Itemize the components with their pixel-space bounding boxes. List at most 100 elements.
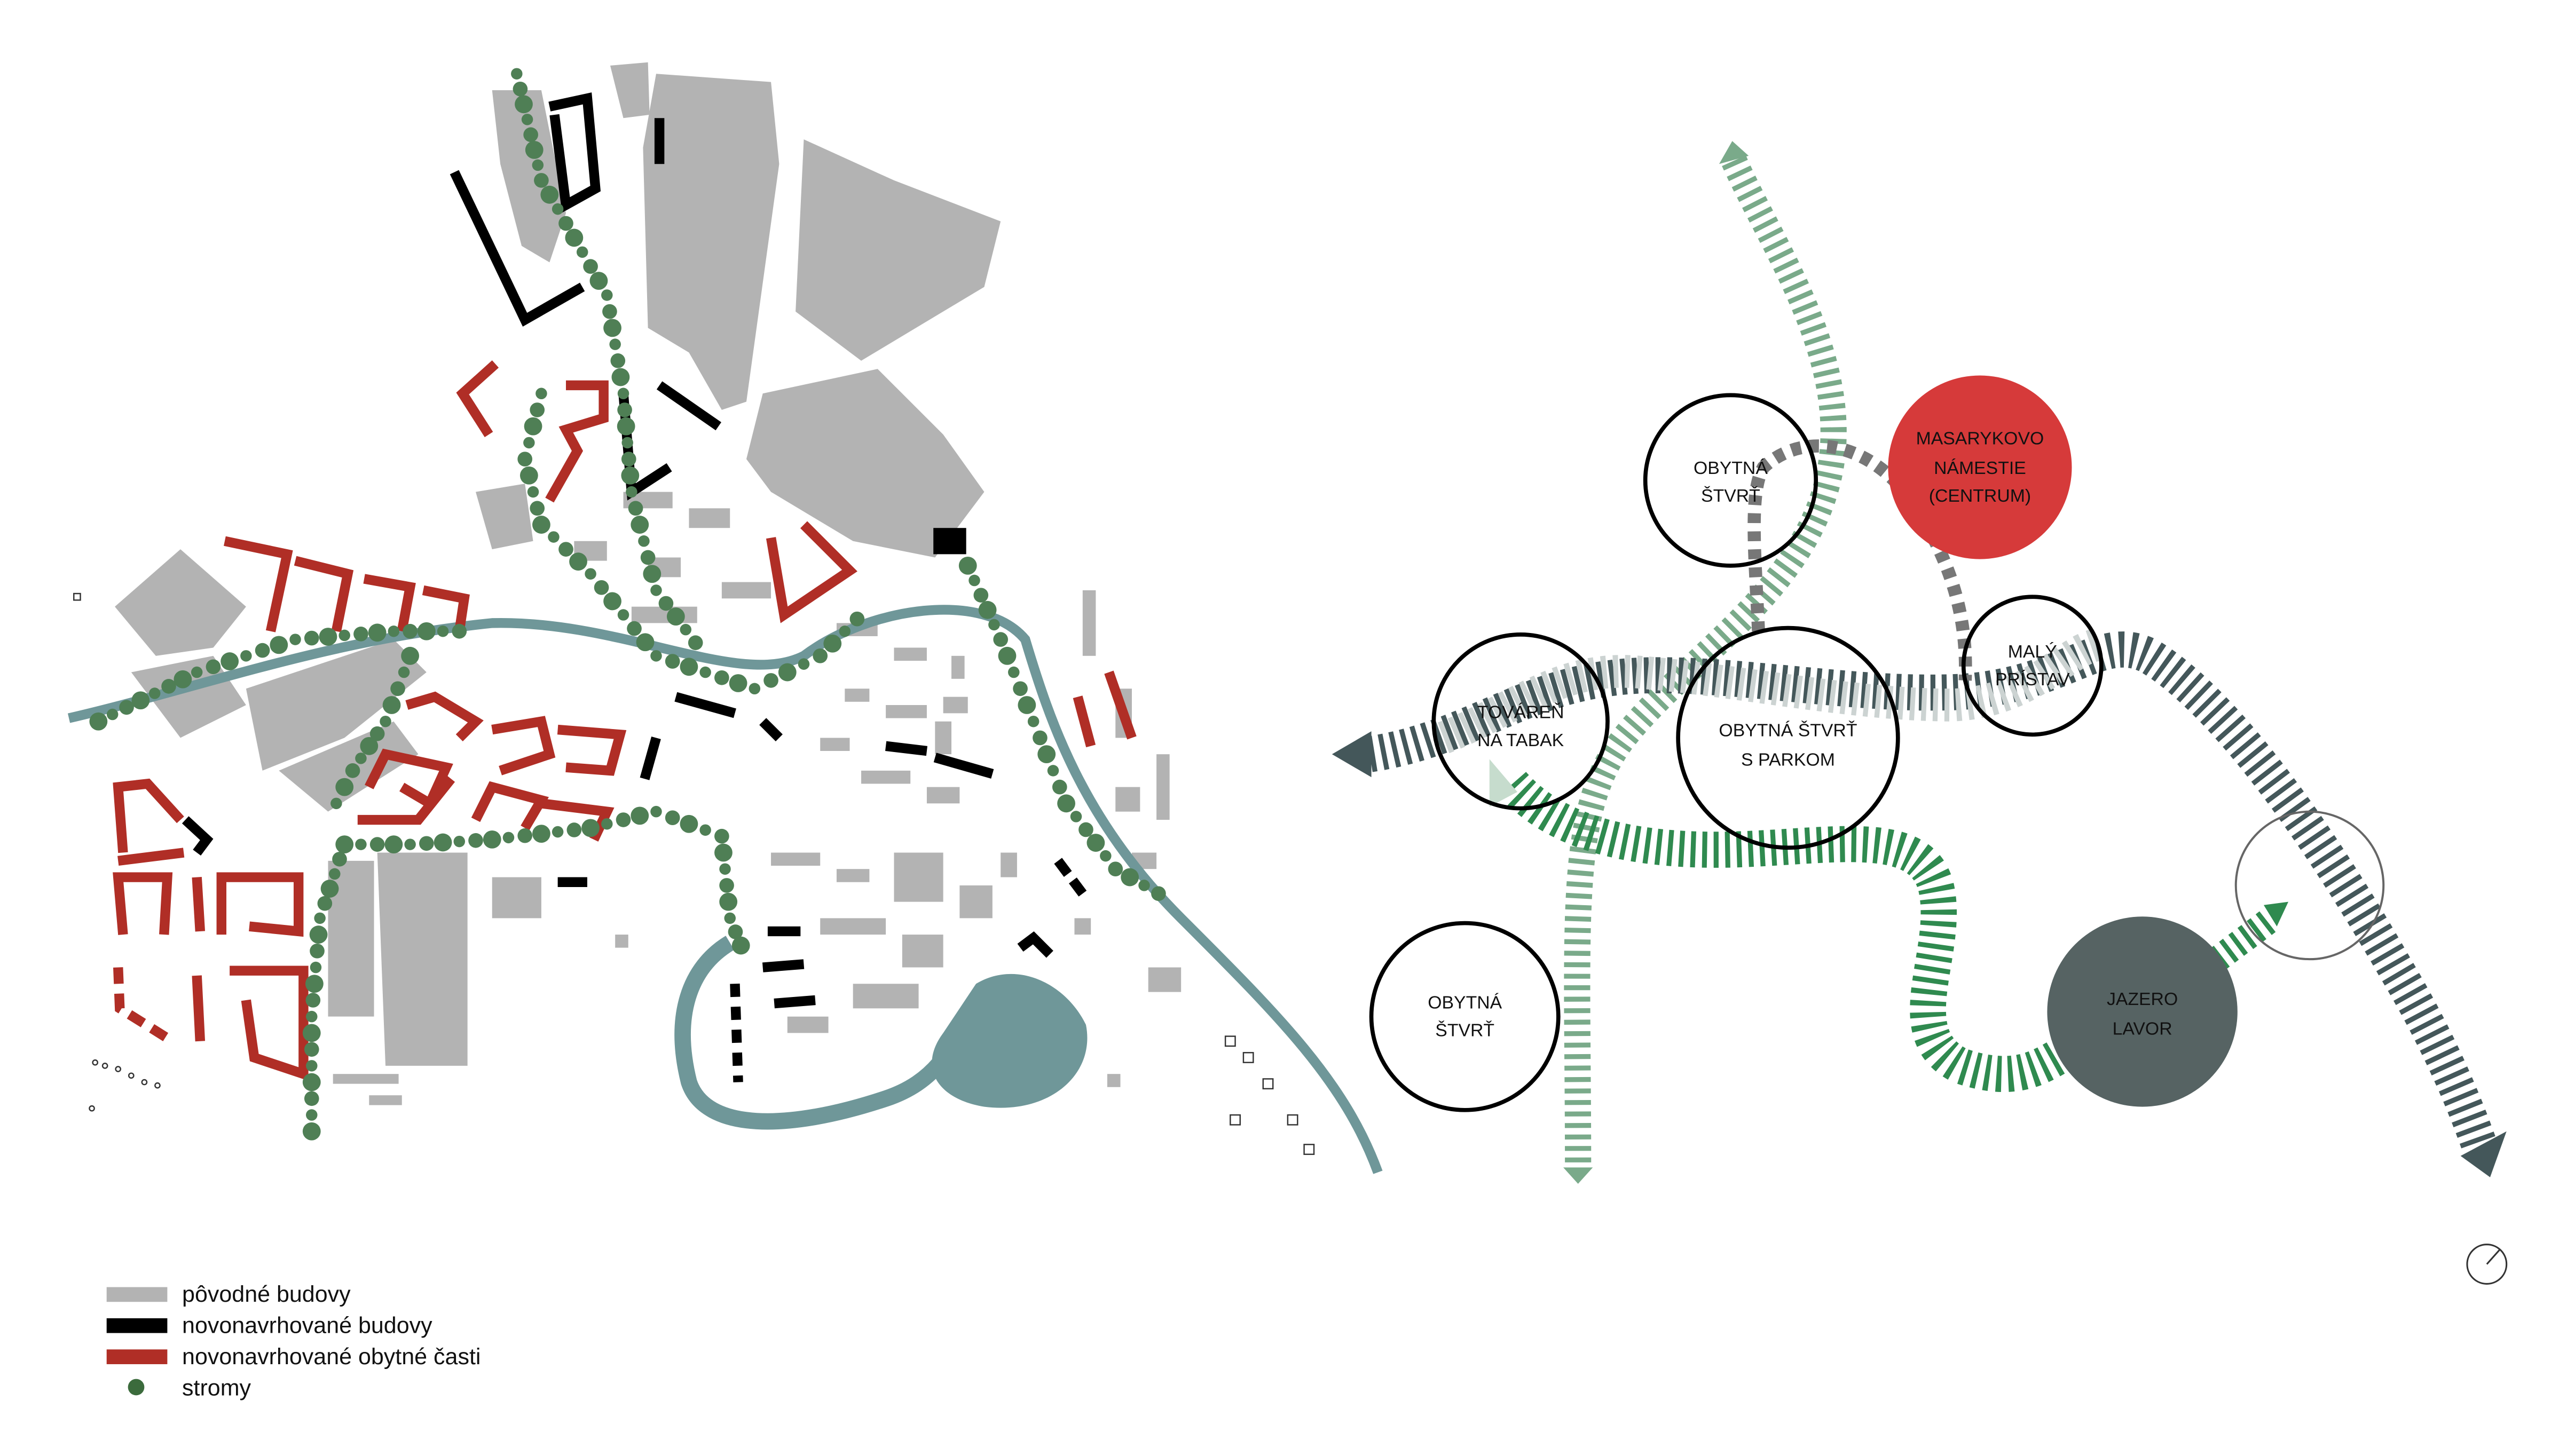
tree-dot: [1086, 834, 1105, 852]
flow-green-light: [1564, 155, 1847, 1168]
tree-dot: [310, 961, 322, 974]
node-label: TOVÁREŇ: [1477, 702, 1564, 723]
legend-label: novonavrhované budovy: [182, 1313, 432, 1339]
tree-dot: [621, 466, 640, 485]
tree-dot: [515, 95, 533, 114]
tree-dot: [602, 304, 617, 319]
tree-dot: [1037, 745, 1056, 764]
tree-dot: [665, 810, 680, 826]
legend-label: novonavrhované obytné časti: [182, 1344, 481, 1370]
tree-dot: [719, 878, 734, 893]
tree-dot: [714, 828, 729, 844]
tree-dot: [532, 159, 544, 171]
tree-dot: [680, 658, 698, 676]
tree-dot: [434, 833, 452, 852]
tree-dot: [332, 851, 347, 867]
tree-dot: [335, 835, 354, 854]
river-branch: [674, 936, 975, 1130]
tree-dot: [1018, 696, 1036, 714]
north-arrow-icon: [2466, 1244, 2508, 1285]
tree-dot: [398, 666, 410, 678]
tree-dot: [1151, 886, 1166, 901]
tree-dot: [603, 319, 621, 337]
tree-dot: [369, 726, 385, 741]
tree-dot: [384, 835, 403, 854]
legend-swatch-gray: [106, 1287, 168, 1302]
tree-dot: [360, 737, 379, 755]
tree-dot: [148, 687, 161, 699]
tree-dot: [719, 892, 738, 911]
tree-dot: [798, 658, 810, 670]
tree-dot: [532, 825, 550, 843]
tree-dot: [524, 417, 542, 436]
tree-dot: [636, 633, 655, 652]
tree-dot: [305, 993, 321, 1008]
tree-dot: [628, 501, 643, 516]
tree-dot: [304, 1042, 319, 1057]
tree-dot: [1138, 880, 1150, 891]
site-map: [67, 62, 1383, 1174]
tree-dot: [1121, 868, 1139, 887]
tree-dot: [513, 81, 528, 97]
tree-dot: [525, 140, 544, 159]
tree-dot: [688, 635, 703, 651]
tree-dot: [502, 832, 515, 844]
tree-dot: [680, 623, 692, 636]
tree-dot: [329, 868, 341, 880]
node-label: NÁMESTIE: [1934, 458, 2026, 478]
tree-dot: [1027, 715, 1040, 727]
tree-dot: [380, 715, 391, 727]
tree-dot: [521, 114, 533, 125]
node-obytna-stvrt-south: OBYTNÁ ŠTVRŤ: [1369, 921, 1561, 1112]
tree-dot: [306, 1010, 318, 1023]
tree-dot-icon: [128, 1379, 145, 1396]
tree-dot: [728, 924, 743, 939]
tree-dot: [552, 203, 564, 215]
tree-dot: [319, 628, 337, 646]
tree-dot: [650, 584, 662, 596]
tree-dot: [699, 824, 711, 836]
tree-dot: [778, 663, 797, 682]
tree-dot: [517, 452, 533, 467]
tree-dot: [621, 452, 636, 467]
tree-dot: [330, 797, 342, 810]
arrow-head-factory: [1489, 759, 1518, 807]
tree-dot: [270, 636, 288, 654]
tree-dot: [627, 621, 642, 636]
tree-dot: [749, 683, 761, 695]
node-label: OBYTNÁ ŠTVRŤ: [1719, 720, 1857, 740]
tree-dot: [566, 822, 582, 837]
tree-dot: [552, 826, 564, 838]
tree-dot: [699, 666, 711, 678]
tree-dot: [368, 623, 387, 642]
tree-dot: [658, 596, 674, 611]
legend-label: pôvodné budovy: [182, 1281, 351, 1307]
tree-dot: [345, 763, 360, 778]
tree-dot: [998, 646, 1017, 665]
tree-dot: [419, 836, 434, 851]
tree-dot: [958, 556, 977, 575]
tree-dot: [601, 818, 613, 830]
tree-dot: [823, 634, 842, 653]
tree-dot: [666, 607, 685, 626]
tree-dot: [369, 837, 385, 852]
trees: [89, 68, 1166, 1141]
tree-dot: [610, 353, 626, 368]
tree-dot: [558, 216, 573, 231]
tree-dot: [255, 643, 270, 658]
tree-dot: [519, 466, 538, 485]
tree-dot: [483, 830, 501, 849]
flow-river-light: [1437, 628, 2103, 754]
node-obytna-stvrt-s-parkom: OBYTNÁ ŠTVRŤ S PARKOM: [1676, 626, 1900, 850]
tree-dot: [1070, 811, 1082, 822]
tree-dot: [338, 629, 350, 642]
tree-dot: [621, 437, 633, 449]
node-jazero-lavor: JAZERO LAVOR: [2047, 916, 2238, 1107]
tree-dot: [119, 700, 134, 715]
tree-dot: [1057, 794, 1075, 813]
empty-node-circle: [2234, 810, 2385, 961]
tree-dot: [437, 625, 449, 637]
flow-green-dark-end: [2209, 908, 2280, 970]
node-label: PRÍSTAV: [1995, 669, 2070, 690]
